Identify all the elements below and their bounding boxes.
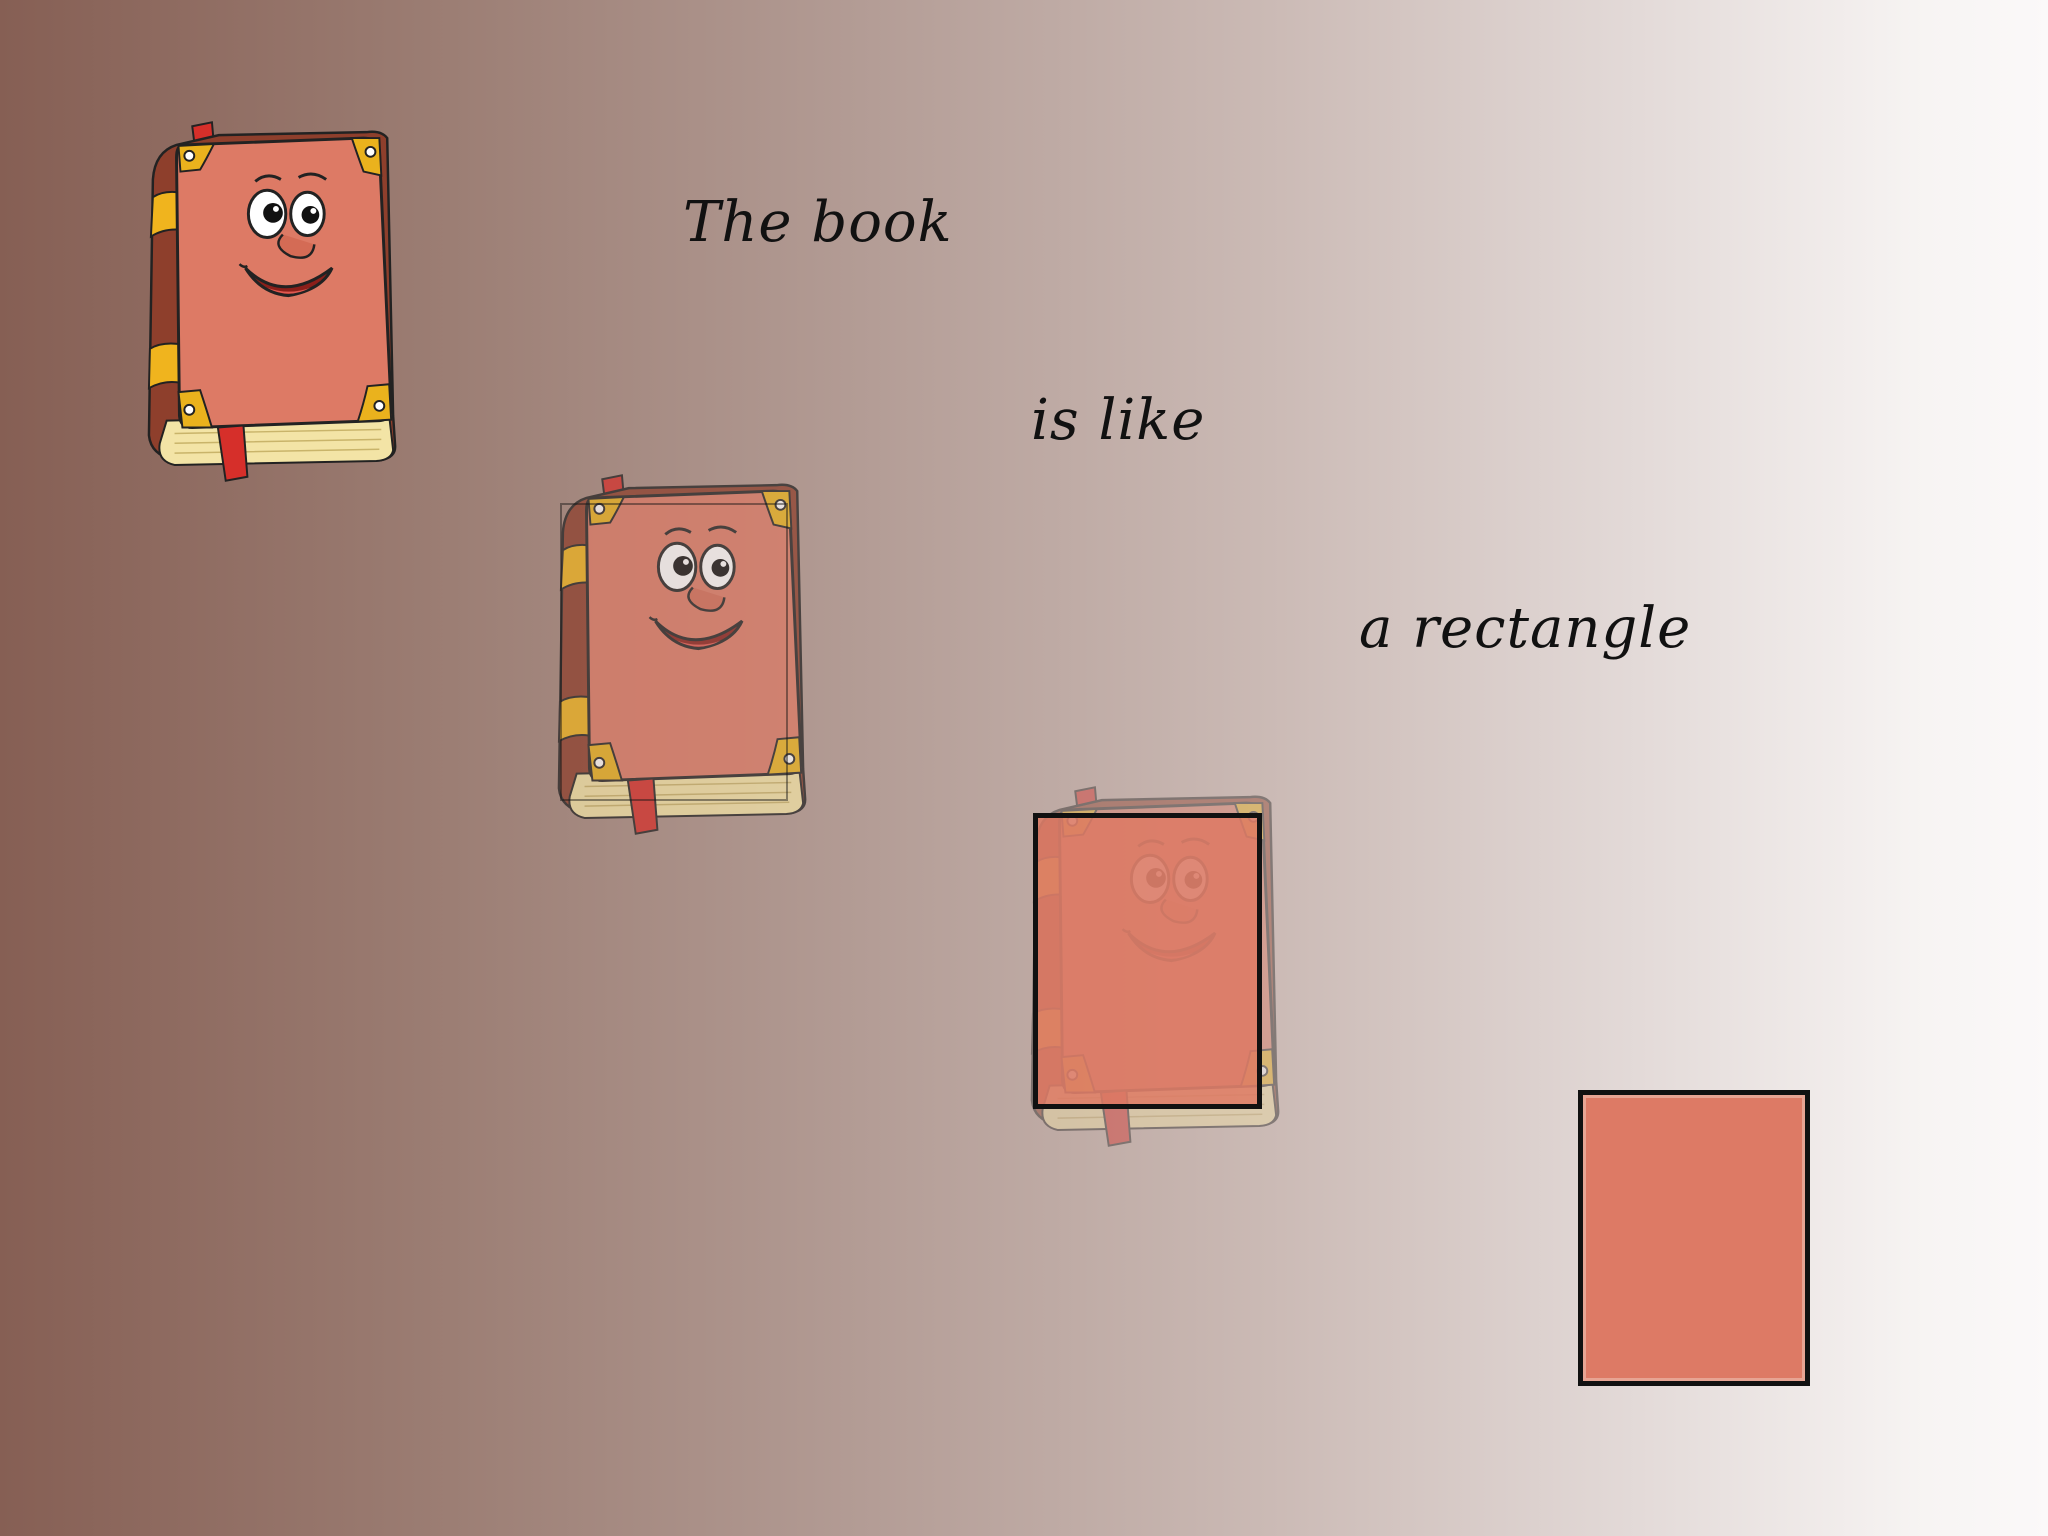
rectangle-overlay — [1033, 813, 1262, 1109]
phrase-is-like: is like — [1031, 388, 1206, 453]
phrase-the-book: The book — [683, 190, 953, 255]
rectangle-outline-faint — [560, 503, 788, 801]
book-cartoon-icon — [145, 115, 401, 490]
final-rectangle-shape — [1578, 1090, 1810, 1386]
phrase-a-rectangle: a rectangle — [1359, 596, 1692, 661]
